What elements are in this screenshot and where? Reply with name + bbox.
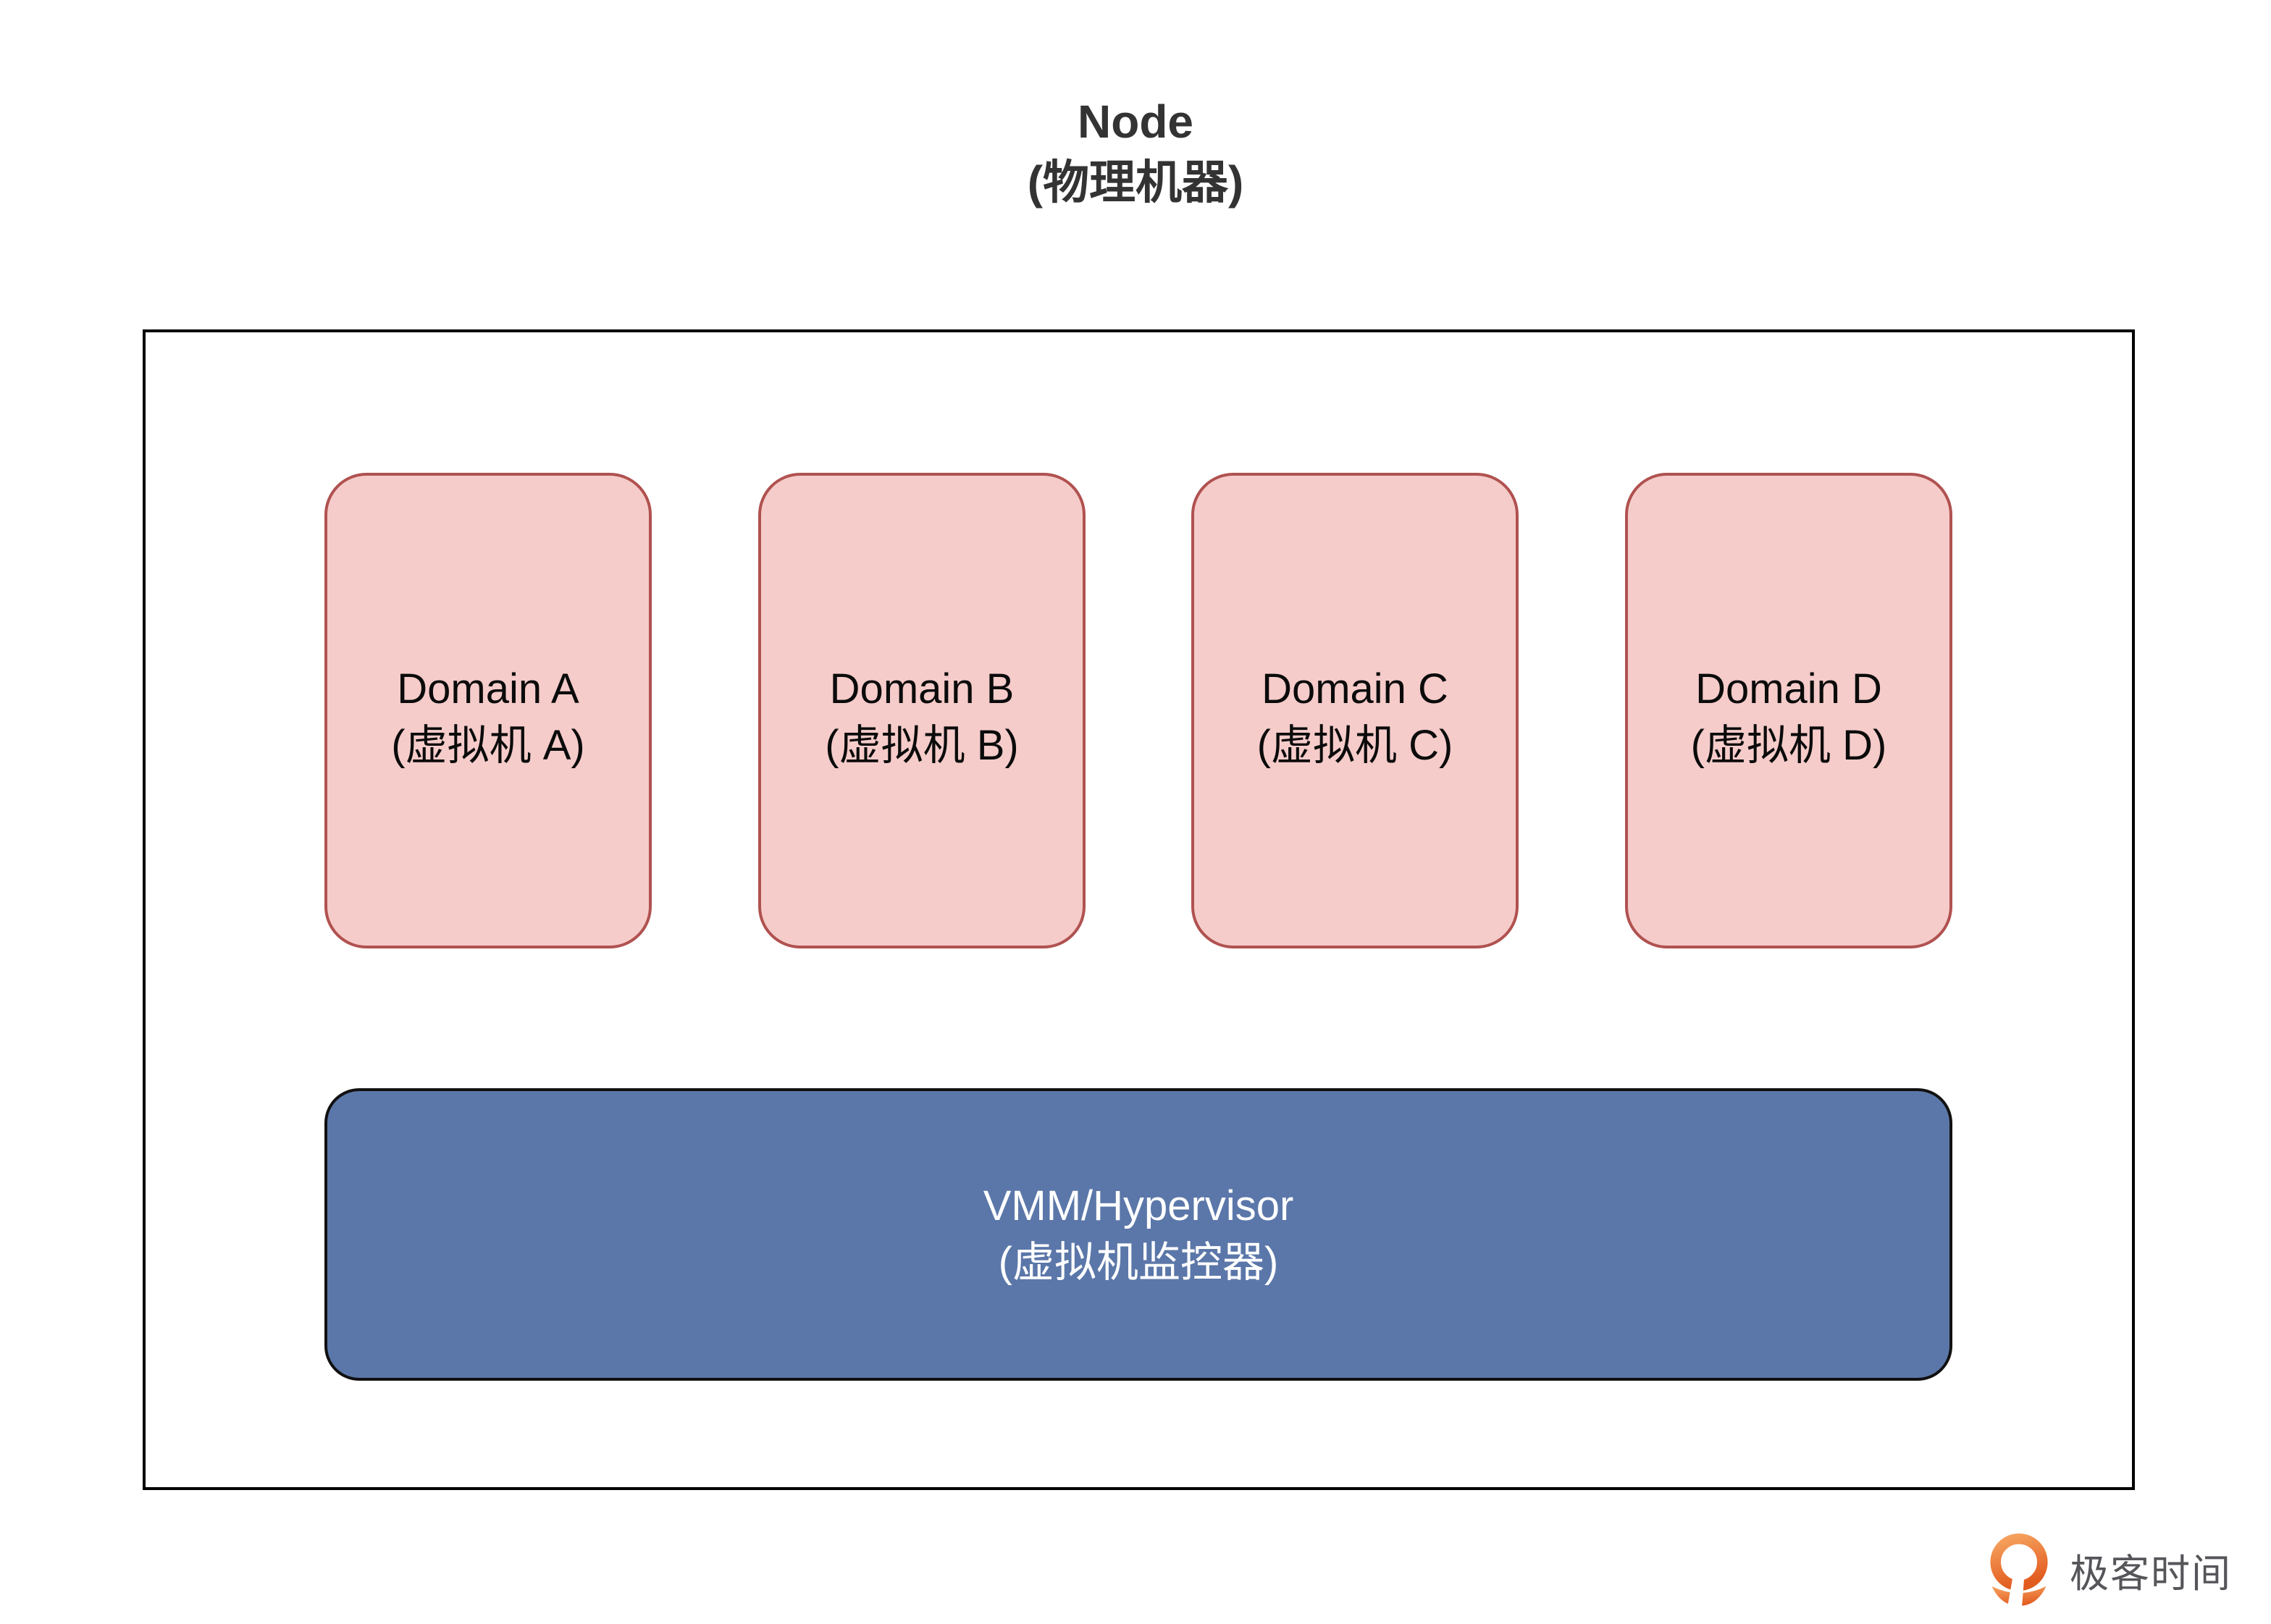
page-title: Node (物理机器) bbox=[0, 91, 2271, 214]
domain-b-alias: (虚拟机 B) bbox=[825, 721, 1019, 769]
domain-b-card: Domain B (虚拟机 B) bbox=[758, 473, 1086, 948]
domain-c-alias: (虚拟机 C) bbox=[1256, 721, 1453, 769]
domain-a-card: Domain A (虚拟机 A) bbox=[324, 473, 652, 948]
page-title-line1: Node bbox=[1078, 96, 1193, 148]
domain-c-name: Domain C bbox=[1262, 665, 1448, 712]
vmm-hypervisor-bar: VMM/Hypervisor (虚拟机监控器) bbox=[324, 1088, 1952, 1381]
domain-d-name: Domain D bbox=[1695, 665, 1882, 712]
page-title-line2: (物理机器) bbox=[1027, 156, 1244, 209]
vmm-name: VMM/Hypervisor bbox=[983, 1182, 1294, 1230]
domain-d-alias: (虚拟机 D) bbox=[1690, 721, 1887, 769]
domain-c-card: Domain C (虚拟机 C) bbox=[1191, 473, 1519, 948]
vmm-alias: (虚拟机监控器) bbox=[998, 1239, 1279, 1286]
domain-b-name: Domain B bbox=[829, 665, 1015, 712]
brand-name: 极客时间 bbox=[2070, 1552, 2232, 1596]
geektime-logo-icon bbox=[1990, 1533, 2048, 1606]
domain-d-card: Domain D (虚拟机 D) bbox=[1625, 473, 1952, 948]
geektime-brand: 极客时间 bbox=[1987, 1533, 2232, 1606]
domain-a-alias: (虚拟机 A) bbox=[391, 721, 585, 769]
domain-a-name: Domain A bbox=[397, 665, 579, 712]
